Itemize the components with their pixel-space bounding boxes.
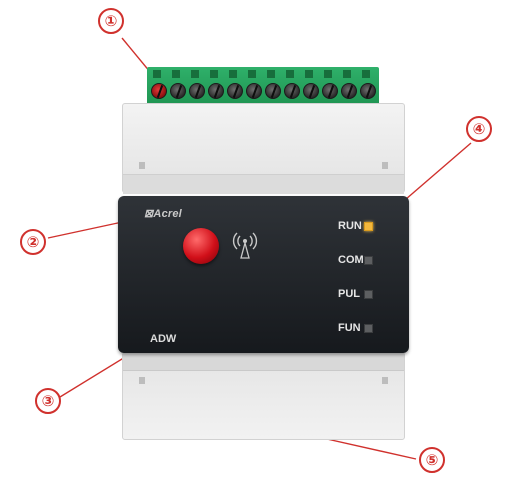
terminal-notch	[286, 70, 294, 78]
terminal-screw	[151, 83, 167, 99]
wireless-signal-icon	[232, 232, 258, 259]
housing-top	[122, 103, 405, 194]
indicator-fun: FUN	[338, 321, 373, 335]
led-pul	[364, 289, 373, 299]
terminal-screw	[284, 83, 300, 99]
terminal-screw	[208, 83, 224, 99]
housing-bottom	[122, 352, 405, 440]
din-rail-clip	[123, 353, 404, 371]
indicator-run: RUN	[338, 219, 373, 233]
housing-band	[123, 174, 404, 194]
indicator-label: FUN	[338, 322, 361, 334]
terminal-notch	[324, 70, 332, 78]
terminal-screw	[246, 83, 262, 99]
terminal-screw	[189, 83, 205, 99]
terminal-screw	[341, 83, 357, 99]
logo-mark: ⊠	[144, 208, 154, 220]
terminal-notch	[267, 70, 275, 78]
leader-line-5	[317, 436, 417, 460]
terminal-notch	[210, 70, 218, 78]
front-panel	[118, 196, 409, 353]
housing-slot	[139, 377, 145, 384]
terminal-screw	[265, 83, 281, 99]
callout-1: ①	[98, 8, 124, 34]
indicator-label: PUL	[338, 288, 360, 300]
terminal-screw	[170, 83, 186, 99]
brand-logo-text: Acrel	[153, 208, 182, 220]
terminal-screw	[303, 83, 319, 99]
terminal-notch	[305, 70, 313, 78]
terminal-screw	[360, 83, 376, 99]
model-label: ADW	[150, 333, 177, 345]
callout-2: ②	[20, 229, 46, 255]
terminal-notch	[153, 70, 161, 78]
terminal-notch	[362, 70, 370, 78]
antenna-connector	[183, 228, 219, 264]
callout-4: ④	[466, 116, 492, 142]
indicator-pul: PUL	[338, 287, 373, 301]
led-fun	[364, 323, 373, 333]
callout-3: ③	[35, 388, 61, 414]
terminal-notch	[172, 70, 180, 78]
housing-slot	[382, 162, 388, 169]
callout-5: ⑤	[419, 447, 445, 473]
terminal-notch	[191, 70, 199, 78]
terminal-screw	[227, 83, 243, 99]
led-run	[364, 221, 373, 231]
housing-slot	[139, 162, 145, 169]
terminal-notch	[229, 70, 237, 78]
terminal-screw	[322, 83, 338, 99]
brand-logo: ⊠Acrel	[144, 207, 204, 221]
indicator-com: COM	[338, 253, 373, 267]
housing-slot	[382, 377, 388, 384]
terminal-block	[147, 67, 379, 105]
terminal-notch	[248, 70, 256, 78]
led-com	[364, 255, 373, 265]
indicator-label: COM	[338, 254, 364, 266]
leader-line-2	[47, 220, 128, 239]
terminal-notch	[343, 70, 351, 78]
indicator-label: RUN	[338, 220, 362, 232]
